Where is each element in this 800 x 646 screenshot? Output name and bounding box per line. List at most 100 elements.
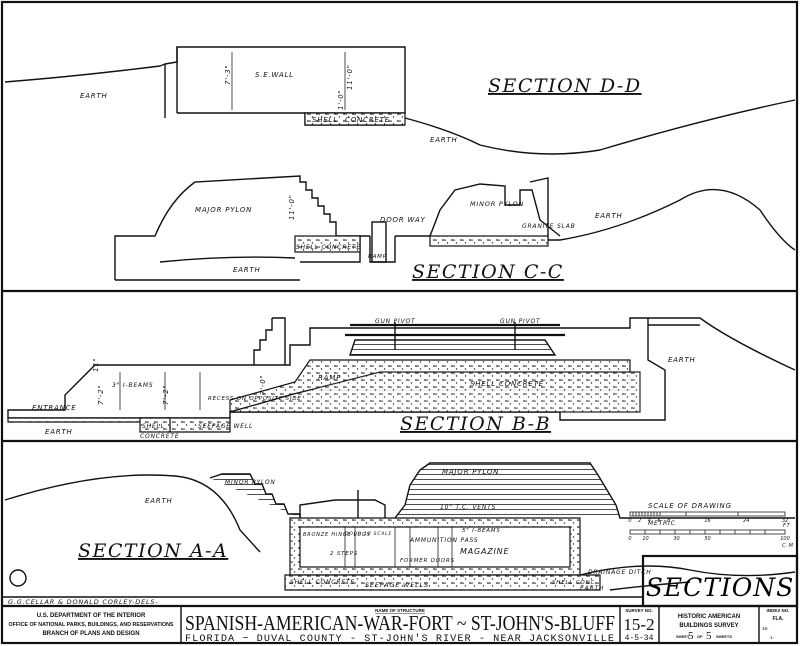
label-concrete: CONCRETE <box>345 116 390 124</box>
scale-cm-tick: 0 <box>628 536 631 542</box>
dept-line: OFFICE OF NATIONAL PARKS, BUILDINGS, AND… <box>9 622 174 628</box>
dimension: 7'-0" <box>259 374 267 395</box>
section-title: SECTION C-C <box>412 261 564 283</box>
of-word: OF <box>697 634 703 639</box>
label-earth-right: EARTH <box>595 212 623 220</box>
delineators: G.G.CELLAR & DONALD CORLEY-DELS- <box>8 598 159 606</box>
scale-cm-tick: 100 <box>780 536 790 542</box>
label-entrance: ENTRANCE <box>32 404 77 412</box>
dimension: 7'-2" <box>162 384 170 405</box>
label-doorway: DOOR WAY <box>380 216 426 224</box>
dept-line: BRANCH OF PLANS AND DESIGN <box>42 631 139 637</box>
dimension: 11" <box>92 357 100 372</box>
dimension: 11'-0" <box>346 64 354 90</box>
section-c-c: MAJOR PYLON MINOR PYLON DOOR WAY SHELL C… <box>114 175 796 283</box>
label-ramp: RAMP <box>368 254 387 260</box>
label-minor-pylon: MINOR PYLON <box>225 479 276 486</box>
dimension: 7'-2" <box>97 384 105 405</box>
label-magazine: MAGAZINE <box>460 547 509 556</box>
label-drainage-ditch: DRAINAGE DITCH <box>588 569 652 576</box>
scale-ft-tick: 4 <box>648 518 651 524</box>
scale-ft-tick: 24 <box>743 518 749 524</box>
index-line: 16- <box>762 626 769 631</box>
section-b-b: GUN PIVOT GUN PIVOT RAMP SHELL CONCRETE … <box>7 317 796 440</box>
label-seepage-wells: SEEPAGE WELLS <box>365 581 429 589</box>
label-earth: EARTH <box>233 266 261 274</box>
label-shell: SHELL <box>312 116 338 124</box>
label-bronze-lugs: BRONZE HINGE LUGS <box>303 532 370 538</box>
scale-ft-tick: 0 <box>628 518 631 524</box>
habs-line: BUILDINGS SURVEY <box>679 623 738 629</box>
label-vents: 10" T.C. VENTS <box>440 504 496 511</box>
label-concrete: CONCRETE <box>140 433 179 440</box>
section-title: SECTION D-D <box>488 75 642 97</box>
scale-cm-tick: 10 <box>642 536 648 542</box>
label-shell-concrete: SHELL CONCRETE <box>296 244 361 251</box>
dimension: 1'-0" <box>337 89 345 110</box>
label-ammunition-pass: AMMUNITION PASS <box>409 537 479 544</box>
label-i-beams: 5" I-BEAMS <box>462 528 501 534</box>
structure-location: FLORIDA ~ DUVAL COUNTY - ST-JOHN'S RIVER… <box>185 633 615 645</box>
index-line: 1- <box>770 635 775 640</box>
label-recess: RECESS ON OPPOSITE SIDE <box>208 396 302 402</box>
scale-title: SCALE OF DRAWING <box>648 502 732 510</box>
survey-label: SURVEY NO. <box>625 608 653 613</box>
label-gun-pivot: GUN PIVOT <box>375 318 416 325</box>
dimension: 7'-3" <box>224 64 232 85</box>
label-minor-pylon: MINOR PYLON <box>470 200 524 208</box>
label-major-pylon: MAJOR PYLON <box>442 468 499 476</box>
label-former-doors: FORMER DOORS <box>400 558 455 564</box>
label-earth-right: EARTH <box>580 585 604 592</box>
scale-ft-tick: 32 <box>782 518 788 524</box>
label-earth-right: EARTH <box>668 356 696 364</box>
sheets-word: SHEETS <box>716 634 732 639</box>
label-ramp: RAMP <box>318 374 341 382</box>
section-d-d: EARTH S.E.WALL SHELL CONCRETE EARTH 7'-3… <box>4 46 796 155</box>
dimension: 11'-0" <box>288 194 296 220</box>
index-label: INDEX NO. <box>766 608 789 613</box>
scale-ft-unit: FT <box>783 523 791 529</box>
label-earth-right: EARTH <box>430 136 458 144</box>
sheet-total: 5 <box>706 630 712 642</box>
habs-line: HISTORIC AMERICAN <box>678 614 740 620</box>
sheet-number: 5 <box>688 630 694 642</box>
label-shell-conc: SHELL CONC <box>552 580 595 586</box>
scale-ft-tick: 16 <box>704 518 710 524</box>
sheet-title: SECTIONS <box>646 573 795 602</box>
label-steps: 2 STEPS <box>330 551 358 557</box>
section-title: SECTION A-A <box>78 540 228 562</box>
label-gun-pivot: GUN PIVOT <box>500 318 541 325</box>
label-door: DOOR 10 SCALE <box>345 531 392 537</box>
name-label: NAME OF STRUCTURE <box>375 608 425 613</box>
index-number: FLA. <box>772 616 784 622</box>
title-block: U.S. DEPARTMENT OF THE INTERIOR OFFICE O… <box>9 606 790 645</box>
label-earth: EARTH <box>45 428 73 436</box>
scale-ft-tick: 2 <box>638 518 641 524</box>
scale-ft-tick: 6 <box>657 518 660 524</box>
label-earth: EARTH <box>80 92 108 100</box>
label-i-beams: 3" I-BEAMS <box>112 382 153 389</box>
label-seepage-well: SEEPAGE WELL <box>198 423 253 430</box>
sheet-word: SHEET <box>676 634 690 639</box>
label-shell: SHELL <box>142 423 165 430</box>
label-wall: S.E.WALL <box>255 71 294 79</box>
dept-line: U.S. DEPARTMENT OF THE INTERIOR <box>37 613 146 619</box>
survey-date: 4-5-34 <box>625 634 654 643</box>
section-a-a: MINOR PYLON MAJOR PYLON EARTH 10" T.C. V… <box>4 462 796 592</box>
scale-ft-tick: 8 <box>667 518 670 524</box>
sheet-title-box <box>641 554 799 608</box>
label-major-pylon: MAJOR PYLON <box>195 206 252 214</box>
metric-title: METRIC <box>648 520 676 527</box>
scale-cm-tick: 30 <box>673 536 679 542</box>
section-title: SECTION B-B <box>400 413 551 435</box>
label-earth: EARTH <box>145 497 173 505</box>
structure-name: SPANISH-AMERICAN-WAR-FORT ~ ST-JOHN'S-BL… <box>185 611 615 635</box>
seal-icon <box>9 569 27 587</box>
label-shell-concrete: SHELL CONCRETE <box>470 380 544 388</box>
survey-number: 15-2 <box>623 615 654 634</box>
label-granite-slab: GRANITE SLAB <box>522 223 576 230</box>
scale-cm-tick: 50 <box>704 536 710 542</box>
